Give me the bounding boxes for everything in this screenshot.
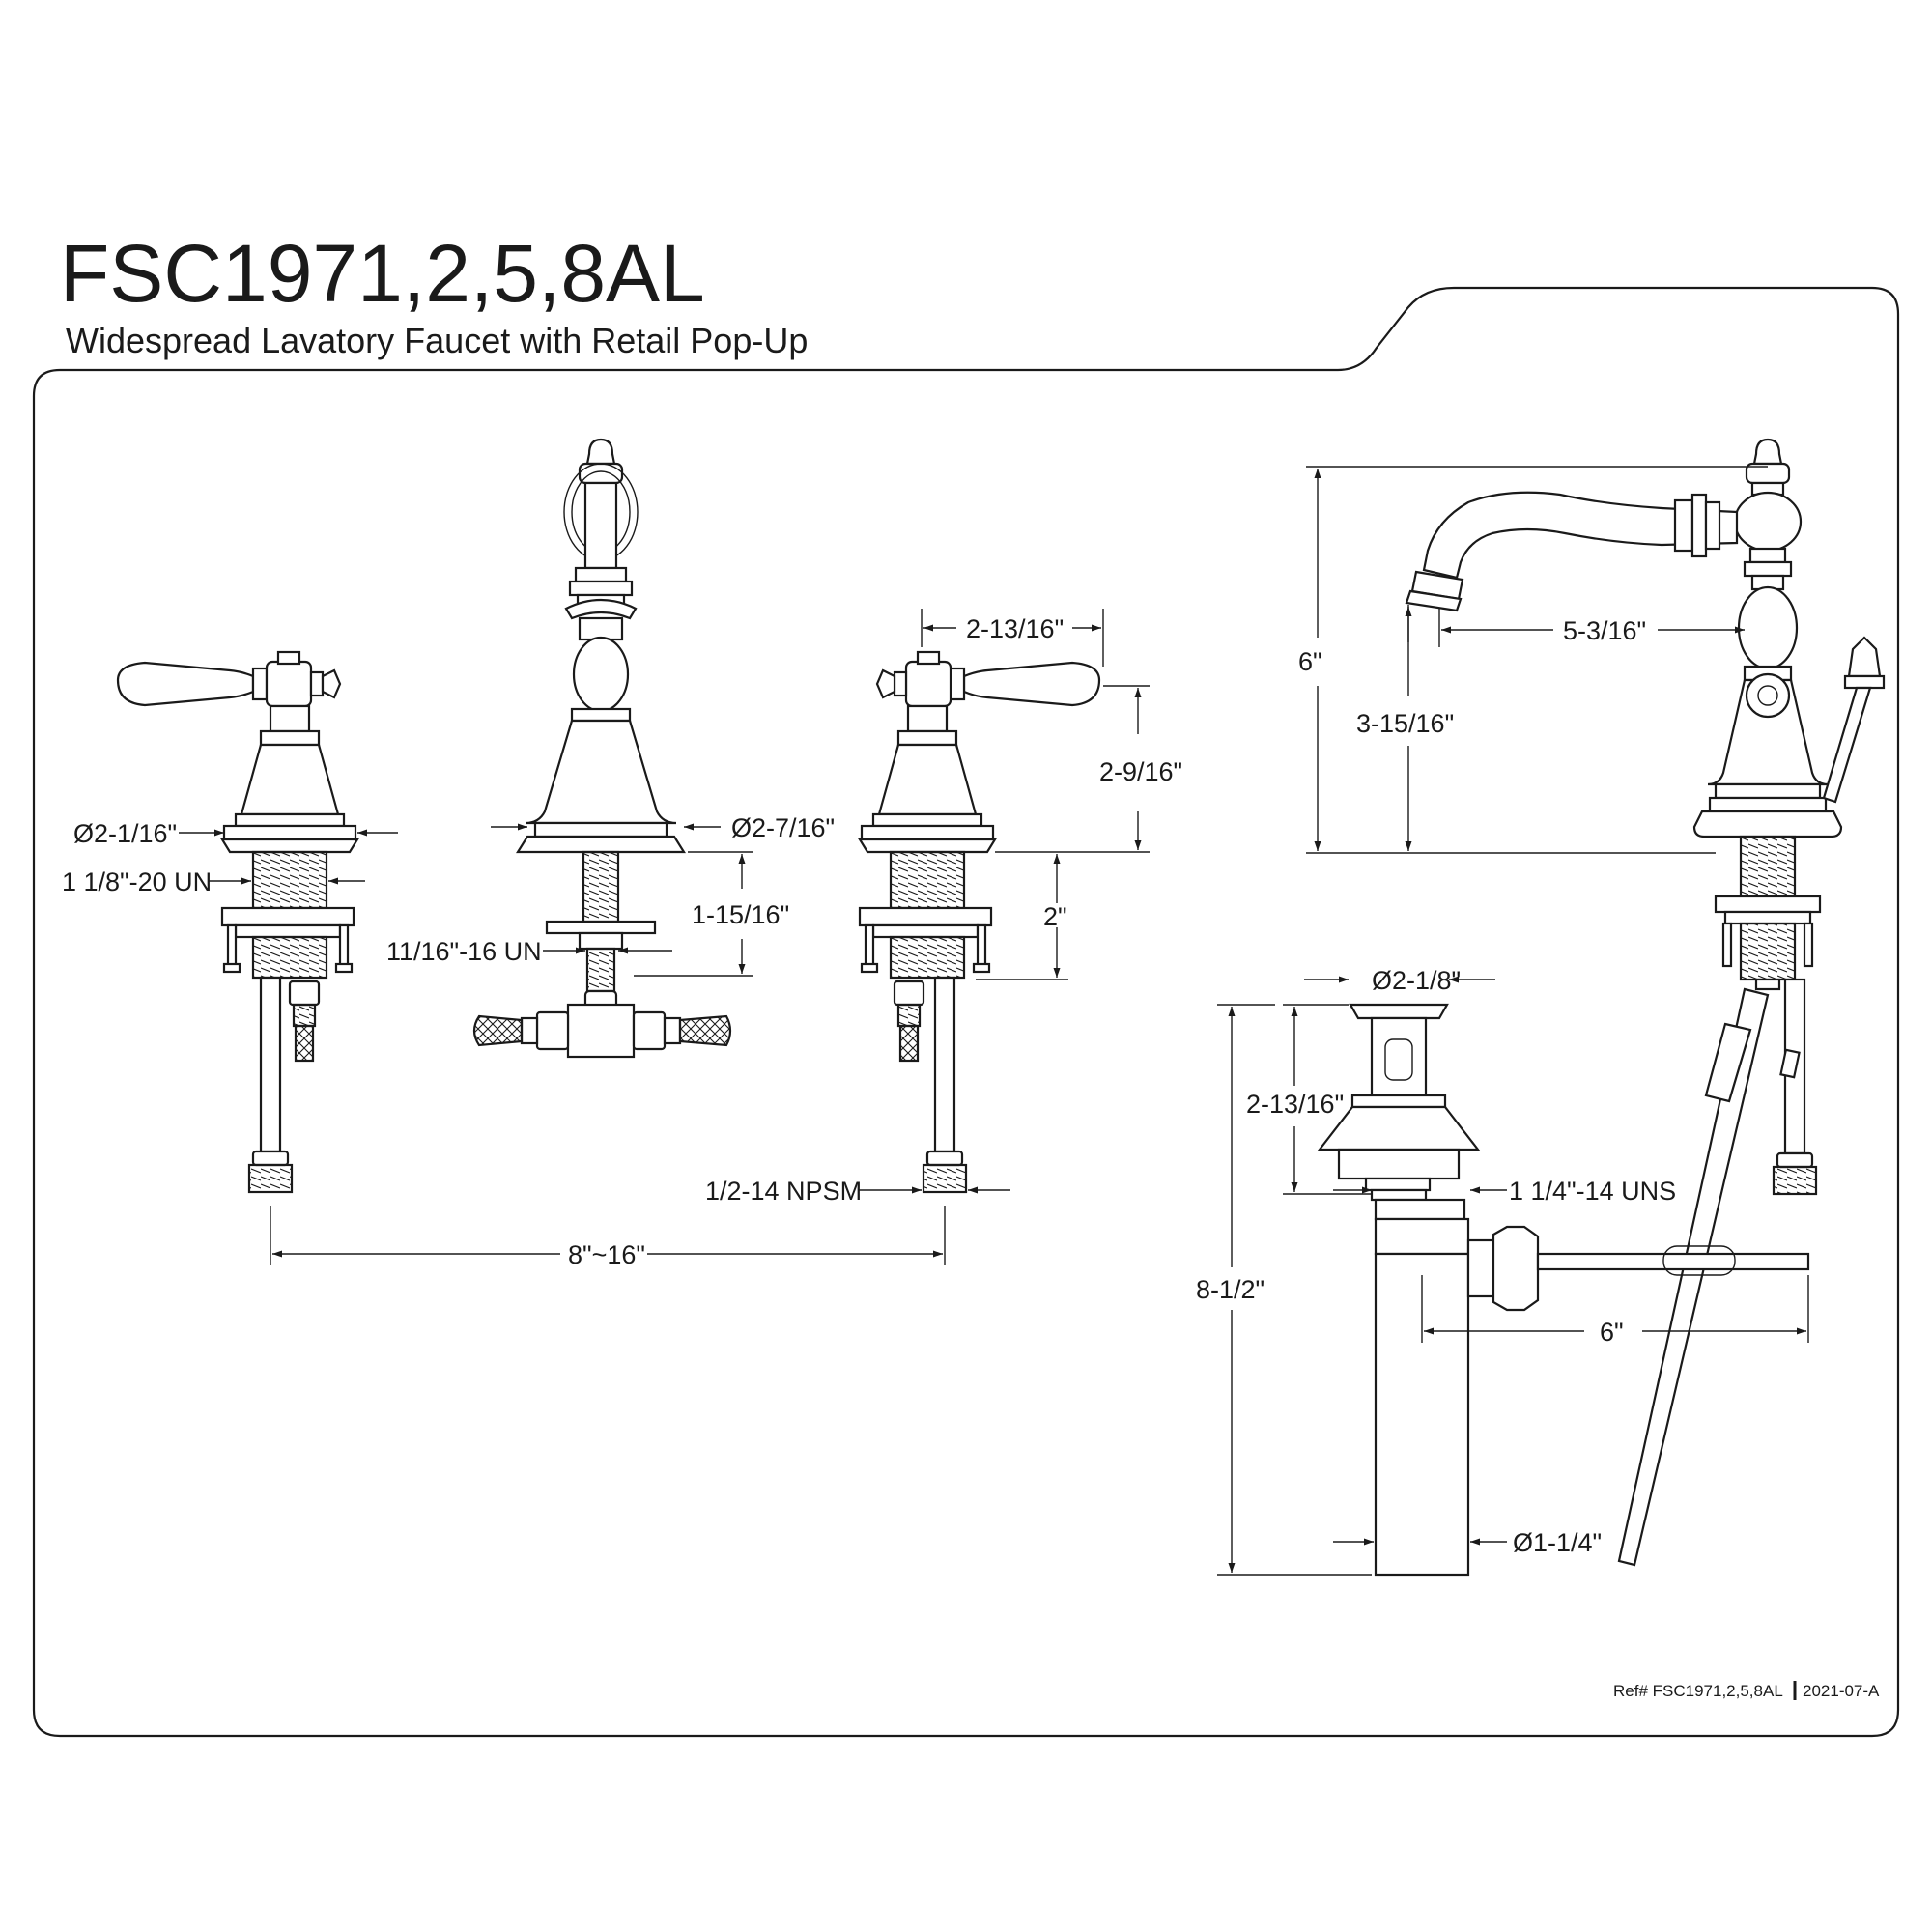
dim-drain-thread: 1 1/4"-14 UNS: [1509, 1177, 1676, 1206]
dim-handle-thread: 1 1/8"-20 UN: [62, 867, 212, 896]
popup-drain: [1317, 1003, 1810, 1577]
right-handle-valve: [858, 650, 1101, 1194]
dim-supply-thread: 1/2-14 NPSM: [705, 1177, 862, 1206]
dim-drain-length: 8-1/2": [1196, 1275, 1264, 1304]
page-subtitle: Widespread Lavatory Faucet with Retail P…: [66, 321, 808, 360]
reference-number: Ref# FSC1971,2,5,8AL: [1613, 1682, 1783, 1700]
dim-drain-height: 2-13/16": [1246, 1090, 1344, 1119]
dim-spout-flange-dia: Ø2-7/16": [731, 813, 835, 842]
dim-tailpiece-dia: Ø1-1/4": [1513, 1528, 1602, 1557]
left-handle-valve: [116, 650, 359, 1194]
dim-pivot-rod-length: 6": [1600, 1318, 1624, 1347]
spout-side-view: [1405, 438, 1886, 1567]
dim-center-spread: 8"~16": [568, 1240, 645, 1269]
spout-front-view: [472, 438, 732, 1059]
dim-spout-thread: 11/16"-16 UN: [386, 937, 542, 966]
dim-handle-width: 2-13/16": [966, 614, 1064, 643]
page-title: FSC1971,2,5,8AL: [60, 228, 705, 319]
revision-date: 2021-07-A: [1803, 1682, 1880, 1700]
dim-spout-clearance: 3-15/16": [1356, 709, 1454, 738]
dim-drain-flange-dia: Ø2-1/8": [1372, 966, 1461, 995]
sheet-border: [32, 286, 1900, 1738]
dim-overall-height: 6": [1298, 647, 1322, 676]
dim-handle-shank-length: 2": [1043, 902, 1067, 931]
dim-spout-reach: 5-3/16": [1563, 616, 1646, 645]
dimension-lines: [179, 466, 1809, 1576]
dim-handle-flange-dia: Ø2-1/16": [73, 819, 177, 848]
dim-handle-height: 2-9/16": [1099, 757, 1182, 786]
dim-spout-shank-length: 1-15/16": [692, 900, 789, 929]
